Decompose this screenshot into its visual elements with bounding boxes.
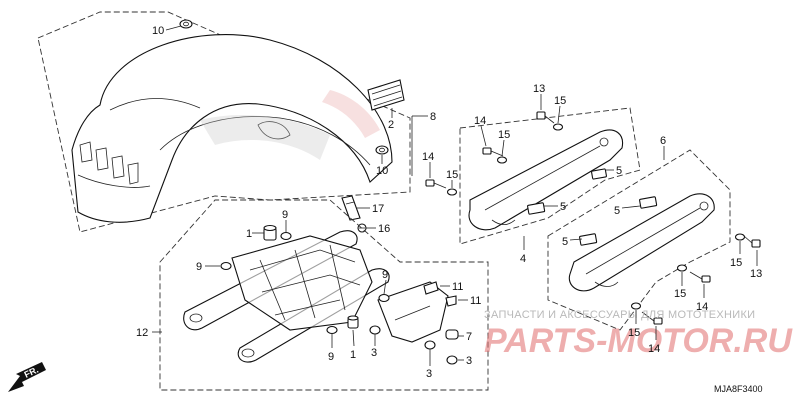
washer-15-a [552, 123, 564, 131]
callout-15-d: 15 [730, 257, 742, 269]
grab-rail-right-outline [547, 149, 731, 331]
collar-3-b [424, 340, 436, 350]
cushion-5c [639, 196, 658, 209]
diagram-code: MJA8F3400 [714, 384, 763, 394]
callout-5-b: 5 [560, 201, 566, 213]
cushion-5a [527, 202, 546, 215]
callout-6: 6 [660, 135, 666, 147]
side-bracket [377, 281, 449, 343]
bolt-13-a [536, 111, 555, 124]
callout-9-d: 9 [328, 351, 334, 363]
collar-3-c [446, 355, 458, 365]
callout-9-b: 9 [196, 261, 202, 273]
callout-16: 16 [378, 223, 390, 235]
callout-14-b: 14 [422, 151, 434, 163]
bolt-14-d [641, 311, 663, 325]
rear-fender [71, 34, 393, 223]
bolt-14-c [689, 271, 711, 283]
callout-3-a: 3 [371, 347, 377, 359]
callout-15-a: 15 [554, 95, 566, 107]
callout-15-b: 15 [498, 129, 510, 141]
callout-13-lower: 13 [750, 268, 762, 280]
callout-3-c: 3 [426, 368, 432, 380]
callout-14-a: 14 [474, 115, 486, 127]
callout-4: 4 [520, 253, 526, 265]
leader-lines [152, 25, 758, 366]
watermark-logo: PARTS-MOTOR.RU [484, 322, 793, 360]
watermark-top-text: ЗАПЧАСТИ И АКСЕССУАРЫ ДЛЯ МОТОТЕХНИКИ [484, 309, 755, 321]
callout-5-d: 5 [562, 236, 568, 248]
callout-17: 17 [372, 203, 384, 215]
callout-15-f: 15 [628, 327, 640, 339]
bushing-1-lower [347, 315, 359, 329]
callout-12: 12 [136, 327, 148, 339]
callout-11-lower: 11 [470, 295, 481, 307]
fender-stay-group [159, 199, 489, 391]
callout-10-lower: 10 [376, 165, 388, 177]
callout-7: 7 [466, 331, 472, 343]
callout-11-upper: 11 [452, 281, 463, 293]
callout-9-a: 9 [282, 209, 288, 221]
grab-rail-right-group [547, 149, 761, 331]
bolt-14-b [425, 179, 447, 189]
bolt-14-a [482, 147, 504, 157]
washer-15-c [446, 188, 458, 196]
grab-rail-left-outline [459, 107, 641, 245]
callout-3-b: 3 [466, 355, 472, 367]
callout-9-c: 9 [382, 269, 388, 281]
fender-stay-outline [159, 199, 489, 391]
callout-8: 8 [430, 111, 436, 123]
watermark: ЗАПЧАСТИ И АКСЕССУАРЫ ДЛЯ МОТОТЕХНИКИ PA… [484, 309, 793, 360]
clip-11-upper [423, 281, 439, 295]
grommet-9-d [326, 325, 338, 335]
cushion-5d [579, 233, 598, 246]
grab-rail-right [568, 193, 715, 292]
clip-17 [341, 195, 361, 221]
cushion-5b [591, 168, 607, 180]
spacer-7 [445, 329, 459, 340]
grab-rail-left [468, 129, 624, 231]
callout-5-a: 5 [616, 165, 622, 177]
washer-15-b [496, 156, 508, 164]
grommet-9-b [220, 261, 232, 271]
washer-15-f [630, 302, 642, 310]
rear-fender-group [37, 11, 411, 233]
rear-reflector [367, 79, 405, 111]
callout-1-lower: 1 [350, 349, 356, 361]
nut-10-lower [375, 145, 389, 155]
grommet-9-a [280, 231, 292, 241]
washer-15-e [676, 264, 688, 272]
callout-14-d: 14 [648, 343, 660, 355]
callout-14-c: 14 [696, 301, 708, 313]
front-direction-indicator: FR. [8, 362, 46, 392]
callout-13-upper: 13 [533, 83, 545, 95]
nut-10-upper [179, 19, 193, 29]
front-arrow-icon [8, 362, 46, 392]
grab-rail-left-group [425, 107, 641, 245]
callout-5-c: 5 [614, 205, 620, 217]
callout-10-upper: 10 [152, 25, 164, 37]
collar-3-a [369, 325, 381, 335]
callouts: 10 8 2 10 17 16 13 15 14 15 14 15 5 5 4 … [136, 25, 762, 380]
clip-11-lower [445, 295, 457, 307]
callout-15-e: 15 [674, 288, 686, 300]
callout-2: 2 [388, 119, 394, 131]
bushing-1-upper [263, 224, 277, 241]
callout-15-c: 15 [446, 169, 458, 181]
fender-stay-frame [231, 235, 373, 331]
callout-1-upper: 1 [246, 228, 252, 240]
washer-15-d [734, 233, 746, 241]
bolt-13-b [743, 235, 761, 248]
grommet-9-c [378, 293, 390, 303]
